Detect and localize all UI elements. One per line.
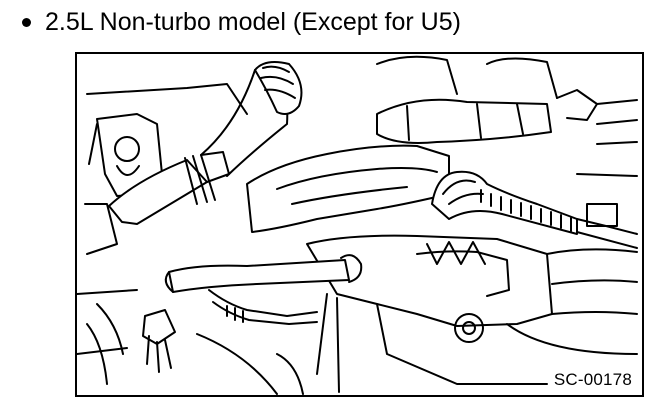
engine-illustration: SC-00178	[75, 52, 644, 397]
section-heading: 2.5L Non-turbo model (Except for U5)	[14, 4, 461, 40]
figure-code: SC-00178	[551, 370, 634, 390]
engine-line-drawing	[77, 55, 638, 395]
heading-text: 2.5L Non-turbo model (Except for U5)	[45, 7, 461, 36]
bullet-icon	[22, 17, 31, 27]
